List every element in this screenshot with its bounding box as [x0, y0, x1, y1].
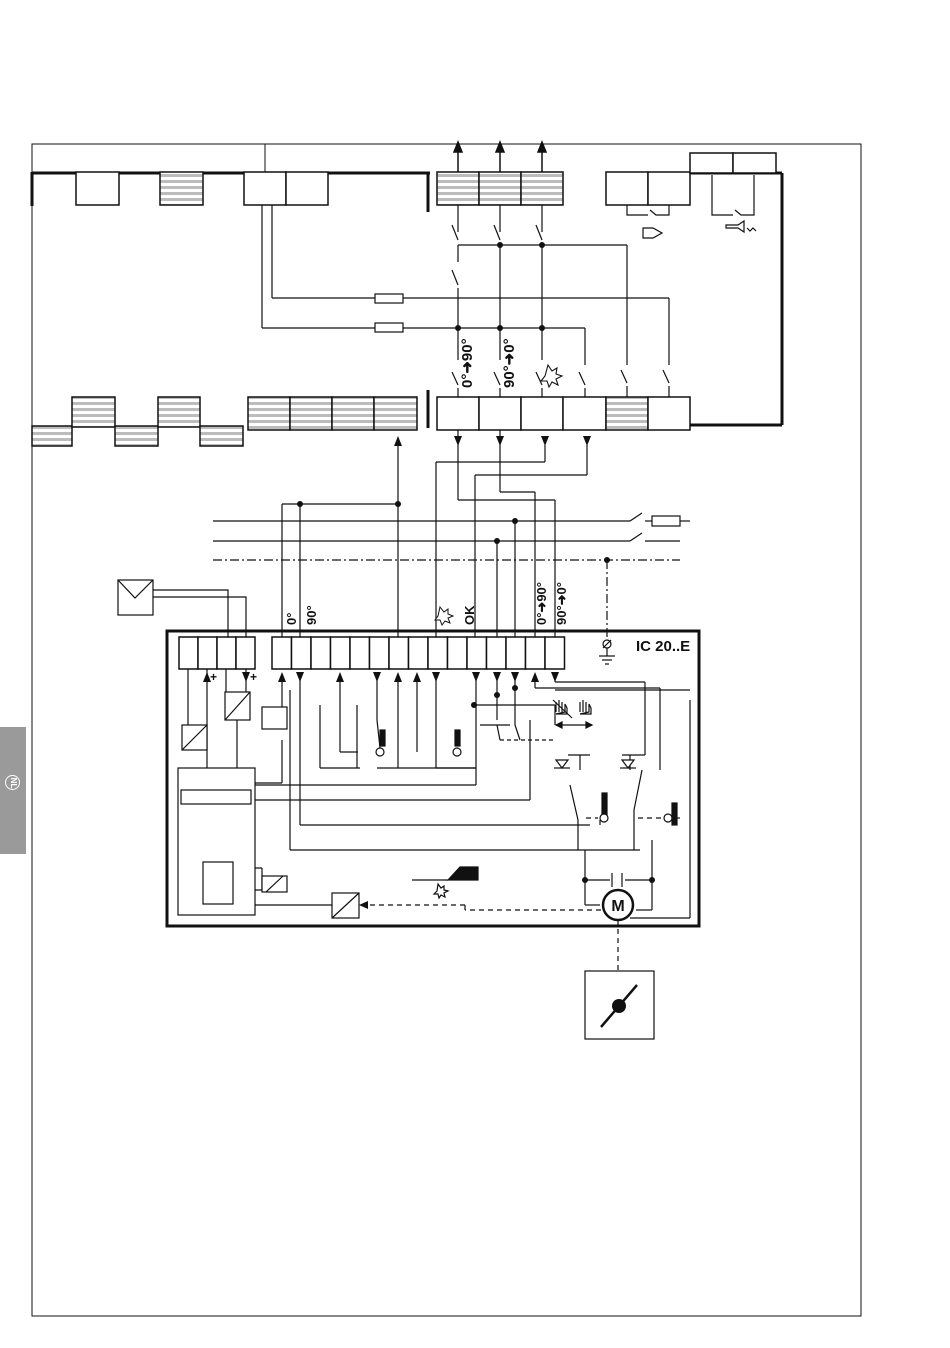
page-frame — [32, 144, 861, 1316]
label-close-90-0-top: 90°➜0° — [501, 338, 518, 388]
label-0deg: 0° — [284, 613, 299, 625]
label-open-0-90-top: 0°➜90° — [459, 338, 476, 388]
plus-right: + — [250, 670, 257, 684]
label-ok: OK — [462, 605, 477, 625]
label-90deg: 90° — [304, 605, 319, 625]
label-open-0-90: 0°➜90° — [534, 582, 549, 625]
label-close-90-0: 90°➜0° — [554, 582, 569, 625]
motor-symbol: M — [611, 898, 624, 915]
controller-model: IC 20..E — [636, 638, 690, 655]
plus-left: + — [210, 670, 217, 684]
